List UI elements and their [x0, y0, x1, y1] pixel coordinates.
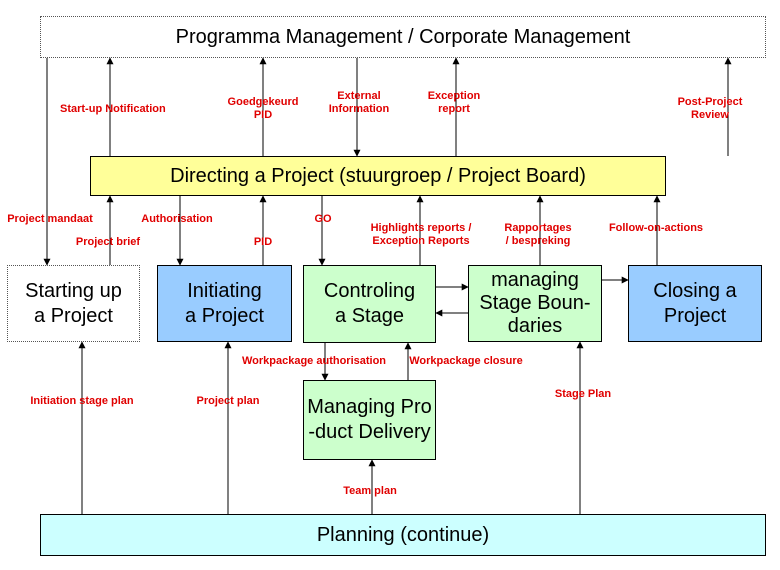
label-stage-plan: Stage Plan	[554, 388, 612, 400]
label-initiation-stage-plan: Initiation stage plan	[30, 395, 134, 407]
directing-a-project-box: Directing a Project (stuurgroep / Projec…	[90, 156, 666, 196]
controling-box: Controling a Stage	[303, 265, 436, 343]
directing-a-project-text: Directing a Project (stuurgroep / Projec…	[170, 164, 586, 187]
label-follow-on-actions: Follow-on-actions	[608, 222, 704, 234]
delivery-text-2: -duct Delivery	[308, 421, 431, 443]
label-pid: PID	[253, 236, 273, 248]
label-startup-notification: Start-up Notification	[60, 103, 166, 115]
planning-box: Planning (continue)	[40, 514, 766, 556]
label-team-plan: Team plan	[343, 485, 397, 497]
controling-text-2: a Stage	[335, 305, 404, 327]
label-highlights-reports: Highlights reports /Exception Reports	[370, 222, 472, 247]
programma-management-text: Programma Management / Corporate Managem…	[175, 25, 631, 48]
managing-stage-boundaries-box: managing Stage Boun- daries	[468, 265, 602, 342]
delivery-text-1: Managing Pro	[307, 396, 432, 418]
label-workpackage-closure: Workpackage closure	[409, 355, 523, 367]
planning-text: Planning (continue)	[316, 523, 490, 546]
label-project-mandaat: Project mandaat	[7, 213, 93, 225]
starting-up-text-2: a Project	[34, 304, 113, 327]
starting-up-text-1: Starting up	[25, 279, 122, 302]
label-authorisation: Authorisation	[141, 213, 213, 225]
closing-text-1: Closing a	[653, 279, 737, 302]
boundaries-text-3: daries	[507, 315, 563, 337]
boundaries-text-1: managing	[491, 269, 579, 291]
programma-management-box: Programma Management / Corporate Managem…	[40, 16, 766, 58]
label-workpackage-authorisation: Workpackage authorisation	[241, 355, 387, 367]
label-project-brief: Project brief	[75, 236, 141, 248]
label-rapportages: Rapportages/ bespreking	[504, 222, 572, 247]
initiating-text-2: a Project	[185, 304, 264, 327]
initiating-box: Initiating a Project	[157, 265, 292, 342]
label-project-plan: Project plan	[196, 395, 260, 407]
boundaries-text-2: Stage Boun-	[479, 292, 591, 314]
closing-text-2: Project	[663, 304, 727, 327]
closing-box: Closing a Project	[628, 265, 762, 342]
initiating-text-1: Initiating	[187, 279, 262, 302]
starting-up-box: Starting up a Project	[7, 265, 140, 342]
label-go: GO	[314, 213, 332, 225]
controling-text-1: Controling	[323, 280, 416, 302]
managing-product-delivery-box: Managing Pro -duct Delivery	[303, 380, 436, 460]
